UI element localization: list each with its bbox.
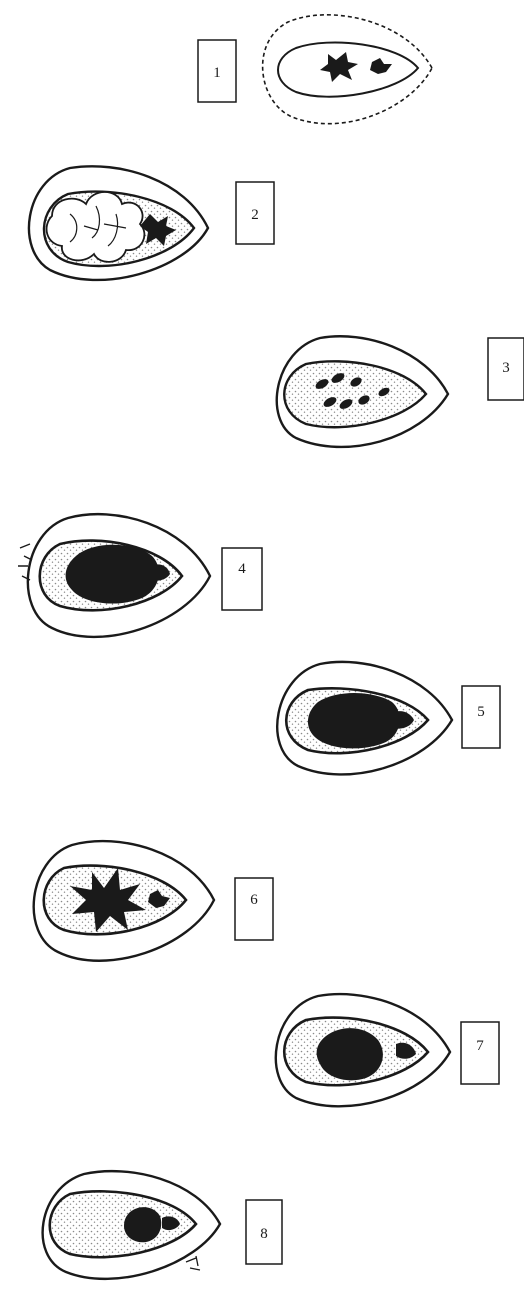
stage-1-seed: 1 — [198, 15, 432, 124]
stage-5-seed: 5 — [277, 662, 500, 775]
stage-8-seed: 8 — [43, 1171, 282, 1279]
stage-3-label: 3 — [502, 360, 510, 376]
stage-6-seed: 6 — [34, 841, 273, 961]
stage-6-label: 6 — [250, 892, 258, 908]
stage-2-label: 2 — [251, 207, 259, 223]
stage-4-label-box — [222, 548, 262, 610]
stage-6-label-box — [235, 878, 273, 940]
stage-1-label: 1 — [213, 65, 221, 81]
stage-8-margin-marks — [186, 1256, 200, 1270]
stage-5-label: 5 — [477, 704, 485, 720]
stage-4-seed: 4 — [18, 514, 262, 637]
stage-5-dark-embryo — [308, 693, 400, 748]
stage-4-dark-embryo — [66, 545, 159, 604]
stage-7-seed: 7 — [276, 994, 499, 1106]
stage-8-label: 8 — [260, 1226, 268, 1242]
stage-7-label: 7 — [476, 1038, 484, 1054]
stage-2-seed: 2 — [29, 166, 274, 280]
stage-3-seed: 3 — [277, 336, 524, 447]
stage-4-label: 4 — [238, 561, 246, 577]
